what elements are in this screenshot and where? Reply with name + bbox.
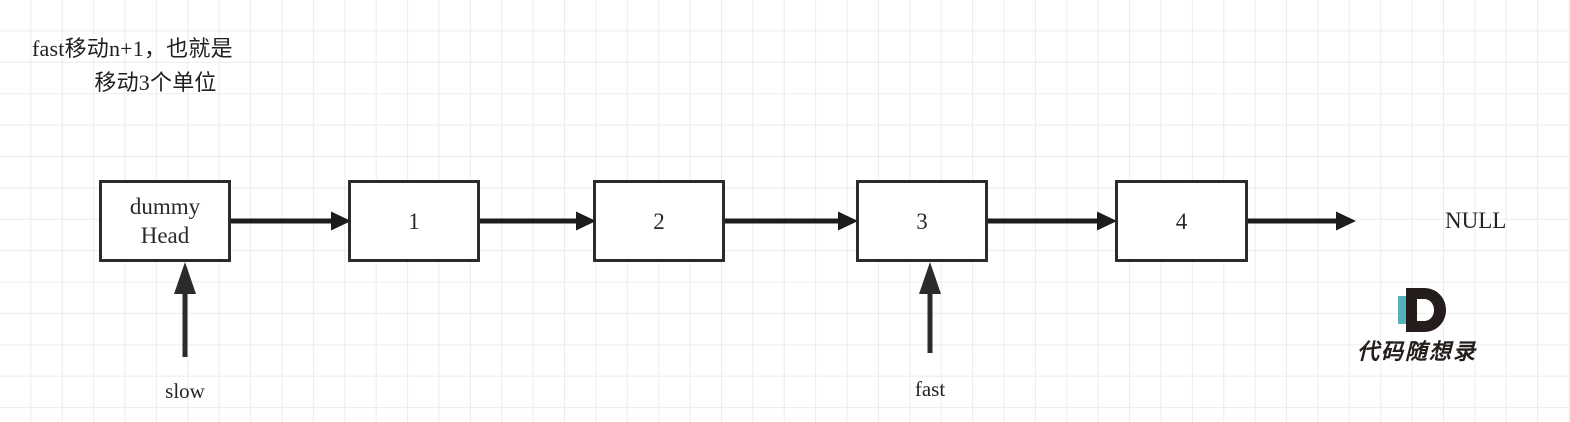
- pointer-arrow-fast: [917, 262, 943, 353]
- link-arrow-3-to-4: [988, 210, 1117, 232]
- node-2-label: 2: [653, 208, 665, 234]
- node-3-label: 3: [916, 208, 928, 234]
- node-dummy-head: dummy Head: [99, 180, 231, 262]
- title-line-2: 移动3个单位: [94, 70, 217, 95]
- node-dummy-head-label-line-2: Head: [140, 223, 190, 248]
- link-arrow-dummy-to-1: [231, 210, 351, 232]
- node-1: 1: [348, 180, 480, 262]
- link-arrow-4-to-null: [1248, 210, 1356, 232]
- pointer-label-slow: slow: [165, 379, 205, 403]
- null-terminator-label: NULL: [1445, 208, 1507, 233]
- node-1-label: 1: [408, 208, 420, 234]
- node-dummy-head-label-line-1: dummy: [129, 194, 201, 219]
- node-4: 4: [1115, 180, 1248, 262]
- link-arrow-2-to-3: [725, 210, 858, 232]
- node-3: 3: [856, 180, 988, 262]
- link-arrow-1-to-2: [480, 210, 596, 232]
- diagram-title: fast移动n+1，也就是 移动3个单位: [18, 32, 293, 100]
- pointer-label-fast: fast: [914, 377, 946, 401]
- node-4-label: 4: [1175, 208, 1188, 234]
- node-2: 2: [593, 180, 725, 262]
- watermark-text: 代码随想录: [1356, 340, 1477, 365]
- title-line-1: fast移动n+1，也就是: [32, 36, 233, 61]
- pointer-arrow-slow: [172, 262, 198, 357]
- watermark-logo-icon: [1342, 282, 1492, 338]
- watermark: 代码随想录: [1342, 282, 1492, 377]
